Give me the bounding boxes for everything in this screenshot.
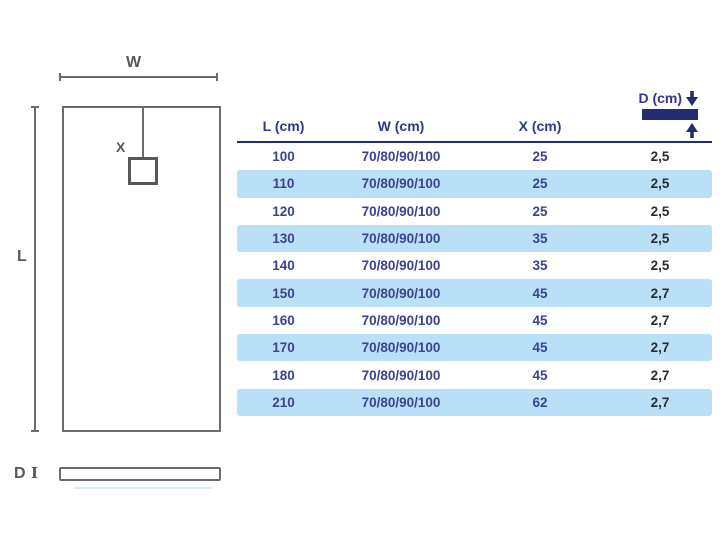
- cell-l: 160: [272, 312, 295, 328]
- cell-w: 70/80/90/100: [361, 340, 441, 356]
- size-table: L (cm) W (cm) X (cm) D (cm) 100: [237, 90, 712, 416]
- table-row: 130 70/80/90/100 35 2,5: [237, 224, 712, 253]
- table-row: 150 70/80/90/100 45 2,7: [237, 279, 712, 307]
- cell-d: 2,5: [650, 231, 670, 247]
- cell-d: 2,5: [650, 258, 670, 274]
- cell-x: 62: [532, 394, 548, 410]
- cell-x: 45: [532, 285, 548, 301]
- drain-offset-label: X: [116, 139, 126, 155]
- table-row: 140 70/80/90/100 35 2,5: [237, 252, 712, 279]
- cell-w: 70/80/90/100: [361, 367, 441, 383]
- width-dimension-label: W: [126, 54, 143, 71]
- cell-d: 2,5: [650, 176, 670, 192]
- cell-l: 180: [272, 367, 295, 383]
- cell-l: 140: [272, 258, 295, 274]
- cell-w: 70/80/90/100: [361, 203, 441, 219]
- drain-square: [128, 157, 158, 185]
- side-profile-reflection: [74, 487, 212, 489]
- cell-l: 130: [272, 231, 295, 247]
- cell-d: 2,7: [650, 285, 670, 301]
- cell-l: 210: [272, 394, 295, 410]
- header-d: D (cm): [638, 91, 698, 138]
- cell-x: 45: [532, 312, 548, 328]
- cell-w: 70/80/90/100: [361, 394, 441, 410]
- depth-tick-icon: I: [31, 464, 39, 482]
- table-row: 180 70/80/90/100 45 2,7: [237, 361, 712, 388]
- cell-x: 35: [532, 258, 548, 274]
- cell-l: 100: [272, 149, 295, 165]
- cell-x: 35: [532, 231, 548, 247]
- cell-d: 2,7: [650, 394, 670, 410]
- cell-w: 70/80/90/100: [361, 176, 441, 192]
- cell-l: 120: [272, 203, 295, 219]
- width-dimension-line: [59, 73, 218, 81]
- header-l: L (cm): [262, 118, 305, 134]
- length-dimension-label: L: [17, 248, 27, 265]
- arrow-down-icon: [686, 91, 698, 106]
- table-row: 160 70/80/90/100 45 2,7: [237, 307, 712, 334]
- table-header: L (cm) W (cm) X (cm) D (cm): [237, 90, 712, 143]
- cell-x: 25: [532, 176, 548, 192]
- cell-w: 70/80/90/100: [361, 312, 441, 328]
- cell-w: 70/80/90/100: [361, 258, 441, 274]
- cell-x: 45: [532, 367, 548, 383]
- cell-l: 170: [272, 340, 295, 356]
- table-row: 210 70/80/90/100 62 2,7: [237, 388, 712, 416]
- cell-d: 2,5: [650, 149, 670, 165]
- cell-d: 2,7: [650, 367, 670, 383]
- depth-dimension-label: D: [14, 465, 26, 482]
- depth-bar-icon: [642, 109, 698, 120]
- header-w: W (cm): [377, 118, 425, 134]
- cell-w: 70/80/90/100: [361, 149, 441, 165]
- arrow-up-icon: [686, 123, 698, 138]
- cell-l: 150: [272, 285, 295, 301]
- cell-d: 2,5: [650, 203, 670, 219]
- table-row: 110 70/80/90/100 25 2,5: [237, 170, 712, 198]
- cell-x: 25: [532, 149, 548, 165]
- tray-side-profile: [59, 467, 221, 481]
- cell-x: 45: [532, 340, 548, 356]
- table-body: 100 70/80/90/100 25 2,5 110 70/80/90/100…: [237, 143, 712, 416]
- drain-offset-line: [142, 108, 144, 170]
- header-d-label: D (cm): [638, 90, 682, 106]
- cell-w: 70/80/90/100: [361, 231, 441, 247]
- cell-x: 25: [532, 203, 548, 219]
- cell-w: 70/80/90/100: [361, 285, 441, 301]
- table-row: 120 70/80/90/100 25 2,5: [237, 198, 712, 225]
- cell-d: 2,7: [650, 312, 670, 328]
- table-row: 100 70/80/90/100 25 2,5: [237, 143, 712, 170]
- table-row: 170 70/80/90/100 45 2,7: [237, 334, 712, 362]
- cell-d: 2,7: [650, 340, 670, 356]
- length-dimension-line: [31, 106, 39, 432]
- cell-l: 110: [272, 176, 295, 192]
- header-x: X (cm): [518, 118, 562, 134]
